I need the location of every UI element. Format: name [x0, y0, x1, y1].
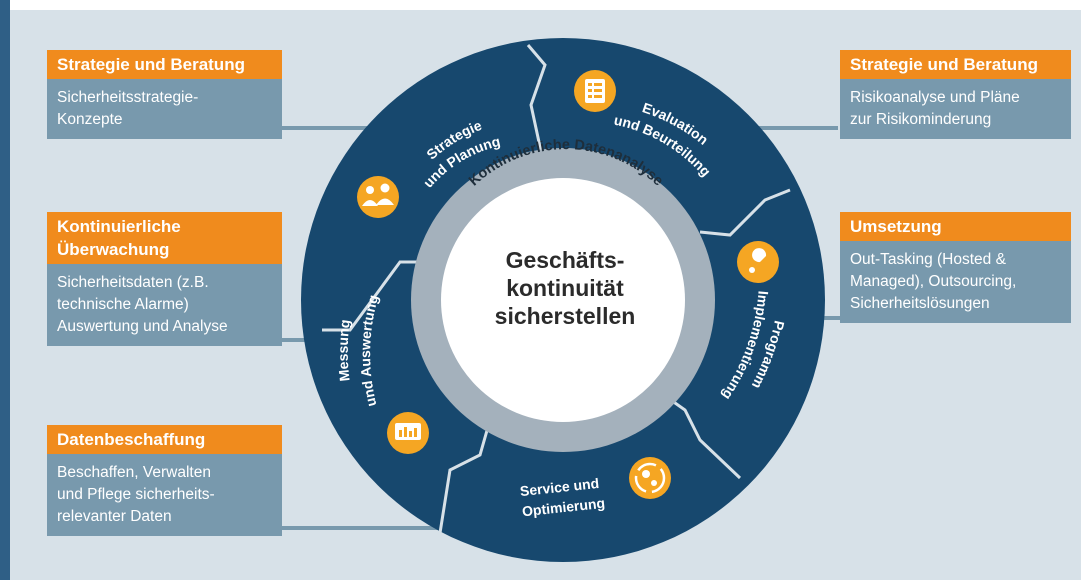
box-kontinuierliche-ueberwachung: Kontinuierliche Überwachung Sicherheitsd… [47, 212, 282, 346]
box-strategie-beratung-right: Strategie und Beratung Risikoanalyse und… [840, 50, 1071, 139]
box-body-line: Beschaffen, Verwalten [57, 464, 211, 481]
center-line: sicherstellen [494, 303, 636, 329]
box-body-line: Risikoanalyse und Pläne [850, 89, 1020, 106]
segment-dividers [322, 44, 791, 534]
box-title: Umsetzung [840, 212, 1071, 241]
gears-cycle-icon [629, 457, 671, 499]
wrench-icon [737, 241, 779, 283]
box-datenbeschaffung: Datenbeschaffung Beschaffen, Verwalten u… [47, 425, 282, 536]
people-icon [357, 176, 399, 218]
box-title: Strategie und Beratung [47, 50, 282, 79]
box-body-line: und Pflege sicherheits- [57, 486, 215, 503]
box-body-line: Sicherheitslösungen [850, 295, 990, 312]
box-body-line: Sicherheitsdaten (z.B. [57, 274, 209, 291]
box-title: Datenbeschaffung [47, 425, 282, 454]
box-body-line: relevanter Daten [57, 508, 172, 525]
checklist-icon [574, 70, 616, 112]
box-title: Kontinuierliche Überwachung [47, 212, 282, 264]
box-strategie-beratung-left: Strategie und Beratung Sicherheitsstrate… [47, 50, 282, 139]
box-body-line: Sicherheitsstrategie- [57, 89, 199, 106]
segment-label-messung: Messung [335, 319, 353, 383]
box-body-line: Managed), Outsourcing, [850, 273, 1017, 290]
center-title: Geschäfts- kontinuität sicherstellen [460, 246, 670, 330]
box-body-line: Konzepte [57, 111, 123, 128]
box-umsetzung: Umsetzung Out-Tasking (Hosted & Managed)… [840, 212, 1071, 323]
box-body: Beschaffen, Verwalten und Pflege sicherh… [47, 454, 282, 536]
center-line: kontinuität [506, 275, 624, 301]
box-body-line: Out-Tasking (Hosted & [850, 251, 1006, 268]
box-body: Sicherheitsdaten (z.B. technische Alarme… [47, 264, 282, 346]
box-body: Out-Tasking (Hosted & Managed), Outsourc… [840, 241, 1071, 323]
box-body-line: Auswertung und Analyse [57, 318, 228, 335]
box-title: Strategie und Beratung [840, 50, 1071, 79]
box-title-line: Überwachung [57, 240, 170, 259]
left-border-strip [0, 0, 10, 580]
box-body: Risikoanalyse und Pläne zur Risikominder… [840, 79, 1071, 139]
box-title-line: Kontinuierliche [57, 217, 181, 236]
box-body-line: technische Alarme) [57, 296, 189, 313]
box-body: Sicherheitsstrategie- Konzepte [47, 79, 282, 139]
box-body-line: zur Risikominderung [850, 111, 992, 128]
chart-icon [387, 412, 429, 454]
center-line: Geschäfts- [505, 247, 625, 273]
center-disc [441, 178, 685, 422]
